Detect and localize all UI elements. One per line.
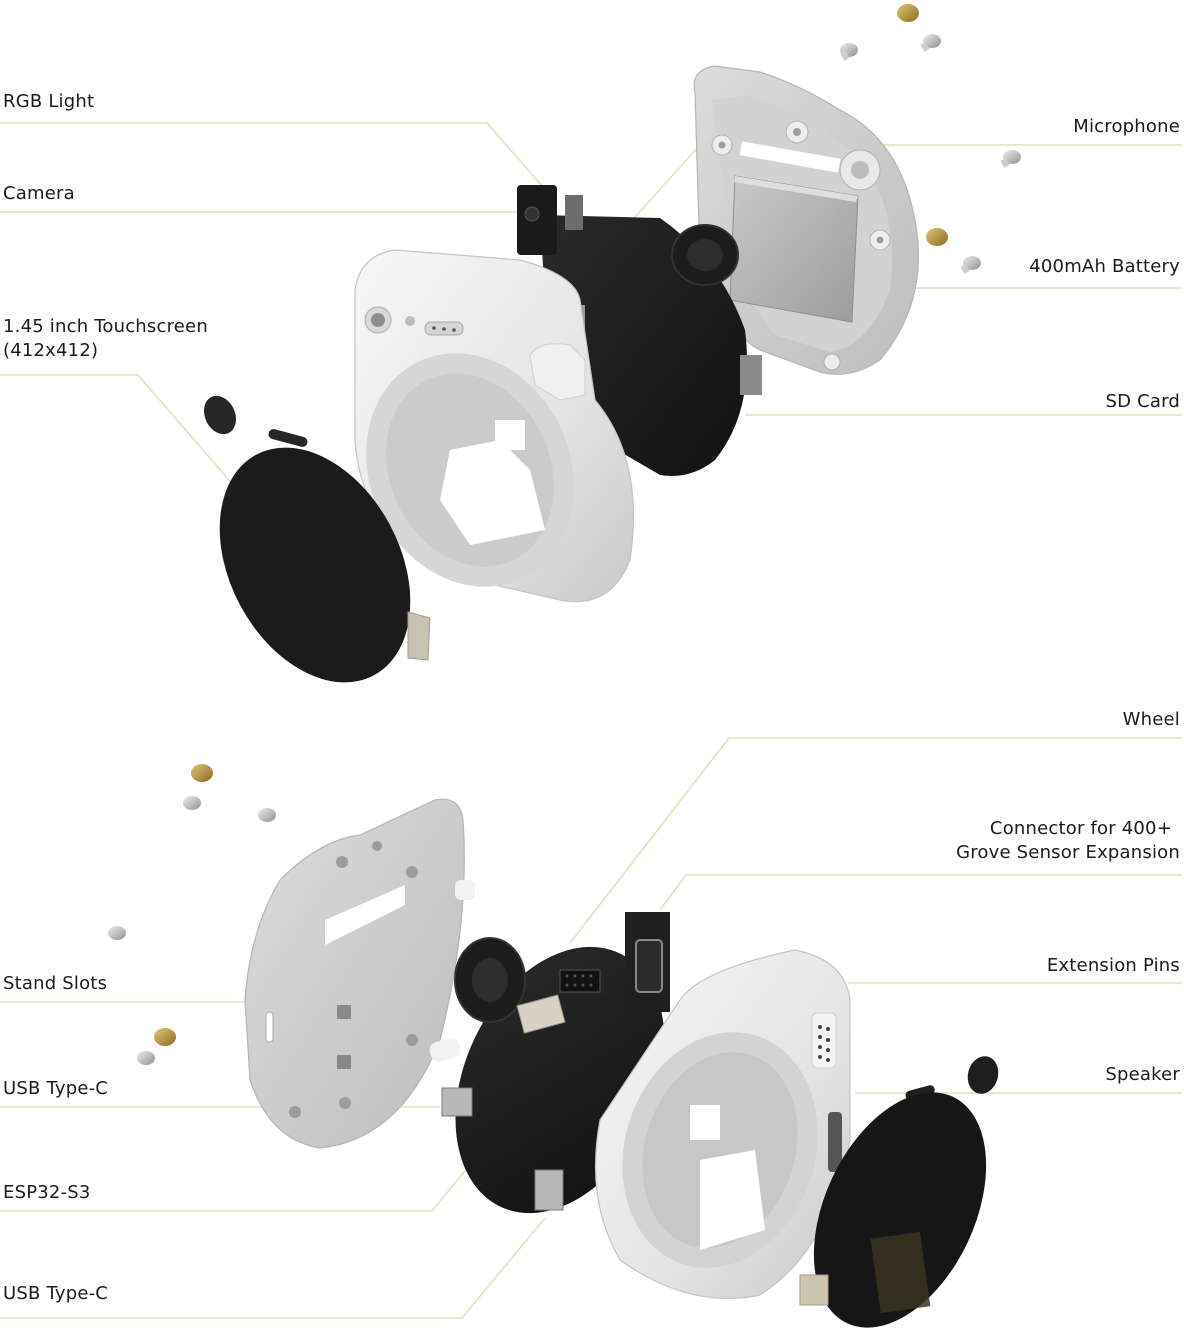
label-rgb-light: RGB Light [3, 91, 95, 112]
leader-lines-top [0, 122, 1182, 488]
screw-icon [183, 796, 201, 810]
brass-standoff-icon [154, 1028, 176, 1046]
label-touchscreen-line2: (412x412) [3, 340, 99, 361]
wheel-icon [671, 224, 739, 286]
hardware-top [840, 4, 1021, 274]
speaker-grille-icon [811, 1012, 837, 1069]
battery-icon [729, 175, 859, 323]
label-usb-type-c-2: USB Type-C [3, 1283, 109, 1304]
label-esp32-s3: ESP32-S3 [3, 1182, 91, 1203]
label-touchscreen-line1: 1.45 inch Touchscreen [3, 316, 208, 337]
label-grove-connector: Connector for 400+ Grove Sensor Expansio… [956, 817, 1180, 865]
leader-wheel [569, 737, 1182, 944]
leader-grove-connector [659, 874, 1182, 911]
screw-icon [137, 1051, 155, 1065]
back-plate-bottom [244, 798, 475, 1149]
usb-c-icon [441, 1087, 473, 1117]
front-housing-bottom [594, 949, 851, 1300]
screw-icon [840, 43, 858, 61]
label-extension-pins: Extension Pins [1046, 955, 1180, 976]
label-usb-type-c-1: USB Type-C [3, 1078, 109, 1099]
leader-rgb-light [0, 122, 544, 188]
label-touchscreen: 1.45 inch Touchscreen (412x412) [3, 315, 208, 363]
leader-esp32 [0, 1154, 479, 1212]
label-stand-slots: Stand Slots [3, 973, 108, 994]
screw-icon [258, 808, 276, 822]
label-speaker: Speaker [1105, 1064, 1180, 1085]
touchscreen-top [203, 395, 431, 683]
screw-icon [960, 256, 981, 274]
brass-standoff-icon [897, 4, 919, 22]
back-cover-top [693, 65, 920, 375]
label-battery: 400mAh Battery [1029, 256, 1180, 277]
label-camera: Camera [3, 183, 75, 204]
grove-connector-icon [516, 994, 566, 1034]
label-microphone: Microphone [1073, 116, 1180, 137]
screw-icon [108, 926, 126, 940]
brass-standoff-icon [191, 764, 213, 782]
speaker-module-icon [625, 912, 670, 1012]
rgb-light-icon [424, 321, 464, 336]
label-grove-line2: Grove Sensor Expansion [956, 842, 1180, 863]
usb-c-icon [534, 1169, 564, 1211]
camera-module-icon [517, 185, 583, 255]
extension-pins-icon [559, 969, 601, 993]
touchscreen-bottom [799, 1056, 999, 1328]
front-housing-top [354, 249, 635, 603]
leader-usb-c-2 [0, 1217, 546, 1319]
label-grove-line1: Connector for 400+ [989, 818, 1172, 839]
screw-icon [1000, 150, 1021, 168]
brass-standoff-icon [926, 228, 948, 246]
screw-icon [920, 34, 941, 52]
label-sd-card: SD Card [1105, 391, 1180, 412]
label-wheel: Wheel [1122, 709, 1180, 730]
wheel-icon [454, 937, 526, 1023]
hardware-bottom [108, 764, 276, 1065]
leader-touchscreen [0, 374, 236, 488]
